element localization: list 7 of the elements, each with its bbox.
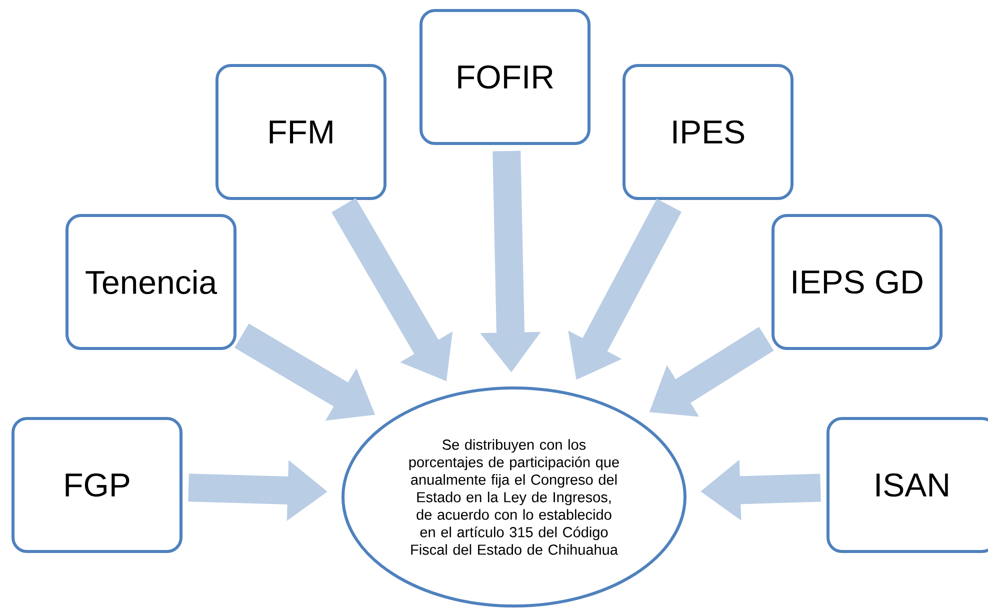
label-box: FFM bbox=[216, 64, 386, 200]
label-box: FOFIR bbox=[420, 9, 590, 145]
label-box: ISAN bbox=[826, 417, 988, 553]
label-box: FGP bbox=[12, 417, 182, 553]
label-box: IPES bbox=[622, 64, 794, 200]
label-box: IEPS GD bbox=[772, 214, 942, 350]
label-box: Tenencia bbox=[66, 214, 236, 350]
